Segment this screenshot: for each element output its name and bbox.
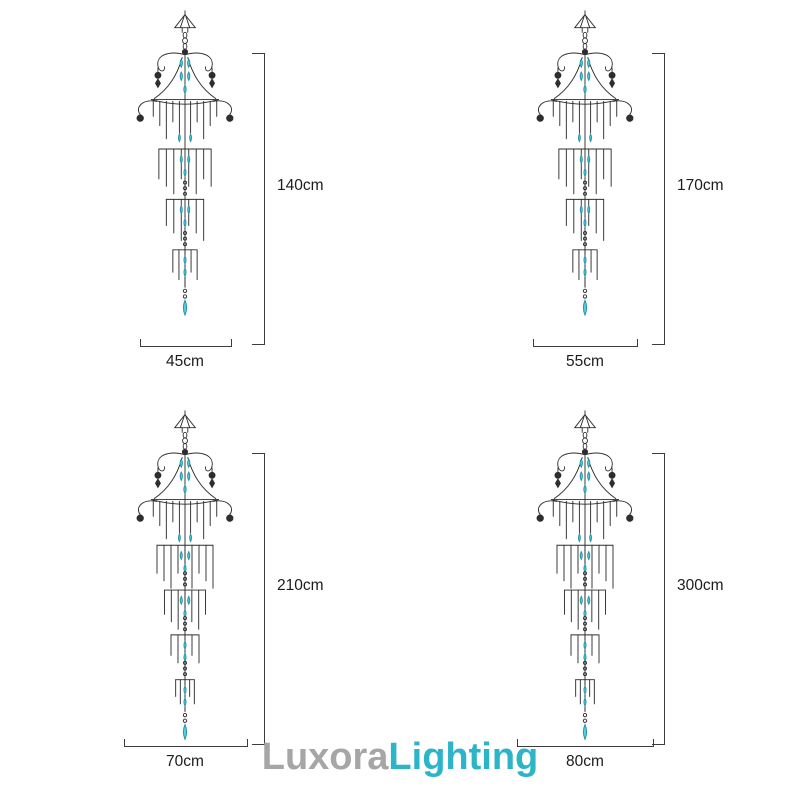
product-cell: 140cm 45cm <box>0 0 400 400</box>
height-dimension-line <box>652 53 665 345</box>
chandelier-illustration <box>136 10 234 317</box>
width-dimension-line <box>533 339 638 347</box>
width-label: 70cm <box>166 753 204 770</box>
product-cell: 300cm 80cm <box>400 400 800 800</box>
chandelier-illustration <box>536 10 634 317</box>
width-dimension-line <box>517 739 654 747</box>
width-dimension-line <box>123 739 248 747</box>
chandelier-illustration <box>536 410 634 741</box>
height-label: 300cm <box>677 577 724 594</box>
product-cell: 210cm 70cm <box>0 400 400 800</box>
height-dimension-line <box>252 53 265 345</box>
watermark-accent: Lighting <box>388 736 539 778</box>
watermark-primary: Luxora <box>261 736 389 778</box>
width-dimension-line <box>139 339 232 347</box>
height-label: 170cm <box>677 177 724 194</box>
height-dimension-line <box>252 453 265 745</box>
height-dimension-line <box>652 453 665 745</box>
product-cell: 170cm 55cm <box>400 0 800 400</box>
width-label: 45cm <box>166 353 204 370</box>
chandelier-illustration <box>136 410 234 741</box>
watermark: LuxoraLighting <box>262 736 539 779</box>
width-label: 55cm <box>566 353 604 370</box>
width-label: 80cm <box>566 753 604 770</box>
height-label: 210cm <box>277 577 324 594</box>
height-label: 140cm <box>277 177 324 194</box>
